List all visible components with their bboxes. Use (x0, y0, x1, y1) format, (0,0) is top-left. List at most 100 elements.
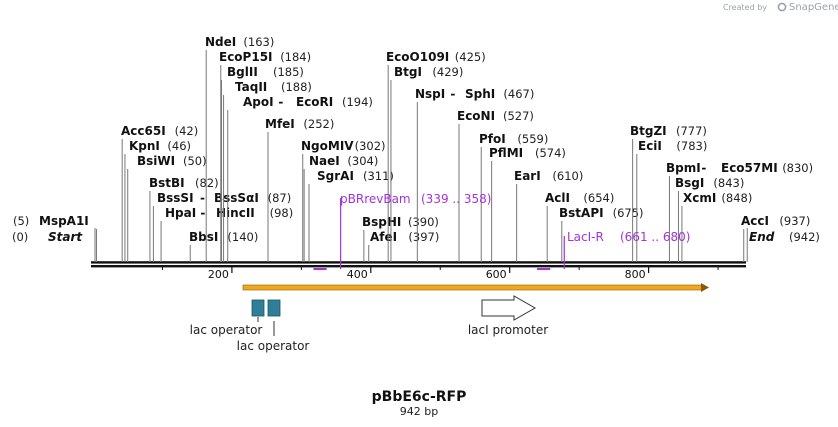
site-name-label: PflMI (489, 146, 523, 160)
site-position-label: (304) (347, 154, 378, 168)
site-position-label: (140) (227, 230, 258, 244)
restriction-site[interactable]: BpmI-Eco57MI(830) (666, 161, 813, 262)
snapgene-logo-icon (777, 2, 787, 12)
restriction-site[interactable]: SgrAI (311) (308, 169, 394, 262)
restriction-site[interactable]: BssSI-BssSαI (87) (152, 191, 292, 262)
restriction-site[interactable]: BtgI(429) (390, 65, 463, 262)
site-position-label: (50) (183, 154, 207, 168)
restriction-site[interactable]: BspHI(390) (362, 215, 439, 262)
site-name-label: TaqII (235, 80, 267, 94)
site-name-label: SgrAI (317, 169, 354, 183)
restriction-site[interactable]: EcoP15I (184) (219, 50, 311, 262)
restriction-site[interactable]: BbsI (140) (189, 230, 258, 262)
site-position-label: (82) (195, 176, 219, 190)
ruler-tick-label: 800 (625, 268, 646, 281)
site-position-label: (830) (782, 161, 813, 175)
restriction-site[interactable]: Acc65I (42) (121, 124, 198, 262)
site-name-label: BbsI (189, 230, 218, 244)
site-position-label: (467) (503, 87, 534, 101)
site-partner-label: HincII (216, 206, 255, 220)
site-name-label: AclI (545, 191, 570, 205)
restriction-site[interactable]: BtgZI(777) (630, 124, 707, 262)
site-separator: - (450, 87, 455, 101)
end-label: End (749, 230, 775, 244)
site-position-label: (163) (243, 35, 274, 49)
site-position-label: (429) (432, 65, 463, 79)
site-name-label: AfeI (370, 230, 397, 244)
site-position-label: (777) (676, 124, 707, 138)
restriction-site[interactable]: NgoMIV(302) (301, 139, 386, 262)
site-position-label: (610) (552, 169, 583, 183)
restriction-site[interactable]: BstAPI(675) (559, 206, 644, 262)
site-name-label: BstAPI (559, 206, 604, 220)
start-label: Start (48, 230, 83, 244)
lacI-promoter-arrow[interactable] (481, 295, 537, 321)
site-partner-label: Eco57MI (721, 161, 778, 175)
snapgene-logo-ring (777, 2, 787, 12)
site-name-label: HpaI (165, 206, 196, 220)
site-position-label: (302) (355, 139, 386, 153)
restriction-site[interactable]: TaqII(188) (223, 80, 312, 262)
restriction-site[interactable]: EcoNI(527) (457, 109, 534, 262)
site-name-label: AccI (741, 214, 769, 228)
restriction-site[interactable]: BsgI(843) (675, 176, 744, 262)
site-name-label: NaeI (309, 154, 340, 168)
restriction-site[interactable]: EciI(783) (636, 139, 708, 262)
site-position-label: (42) (175, 124, 199, 138)
restriction-site[interactable]: AccI (937) (741, 214, 810, 262)
restriction-site[interactable]: EcoO109I(425) (386, 50, 486, 262)
lac-operator-label: lac operator (237, 339, 310, 353)
site-position-label: (46) (167, 139, 191, 153)
site-position-label: (184) (280, 50, 311, 64)
restriction-site[interactable]: ApoI-EcoRI(194) (227, 95, 373, 262)
restriction-site[interactable]: NspI-SphI(467) (415, 87, 534, 262)
restriction-site[interactable]: AclI(654) (545, 191, 614, 262)
restriction-site[interactable]: PfoI(559) (479, 132, 548, 262)
site-position-label: (252) (303, 117, 334, 131)
site-name-label: ApoI (243, 95, 274, 109)
site-name-label: Acc65I (121, 124, 166, 138)
site-name-label: BssSI (157, 191, 194, 205)
site-position-label: (311) (363, 169, 394, 183)
ruler-tick-label: 400 (347, 268, 368, 281)
site-name-label: BsgI (675, 176, 704, 190)
restriction-site[interactable]: BglII(185) (220, 65, 304, 262)
restriction-site[interactable]: EarI (610) (514, 169, 583, 262)
ruler-tick-label: 600 (486, 268, 507, 281)
restriction-site[interactable]: MspA1I(5) (13, 214, 97, 262)
lac-operator-box[interactable] (251, 299, 265, 317)
site-position-label: (783) (676, 139, 707, 153)
site-separator: - (200, 191, 205, 205)
plasmid-length: 942 bp (400, 405, 438, 418)
site-name-label: EarI (514, 169, 541, 183)
site-position-label: (574) (535, 146, 566, 160)
primer-annotation[interactable]: pBRrevBam(339 .. 358) (313, 192, 491, 270)
site-name-label: BsiWI (137, 154, 175, 168)
site-partner-label: BssSαI (214, 191, 259, 205)
restriction-site[interactable]: HpaI-HincII (98) (160, 206, 294, 262)
restriction-site[interactable]: NdeI(163) (205, 35, 274, 262)
site-position-label: (87) (268, 191, 292, 205)
site-partner-label: EcoRI (296, 95, 333, 109)
site-position-label: (937) (779, 214, 810, 228)
restriction-site[interactable]: BstBI(82) (149, 176, 219, 262)
restriction-site[interactable]: BsiWI (50) (127, 154, 207, 262)
site-separator: - (200, 206, 205, 220)
restriction-site[interactable]: MfeI(252) (265, 117, 334, 262)
watermark-brand: SnapGene (789, 2, 838, 13)
primer-annotation[interactable]: LacI-R(661 .. 680) (537, 230, 690, 270)
sequence-line-bottom (91, 265, 746, 268)
orf-bar (242, 284, 704, 291)
ruler-tick-label: 200 (208, 268, 229, 281)
restriction-site[interactable]: AfeI(397) (368, 230, 440, 262)
lacI-promoter-label: lacI promoter (468, 323, 548, 337)
restriction-site[interactable]: KpnI(46) (124, 139, 191, 262)
lacI-orf-arrow[interactable] (242, 283, 709, 292)
site-separator: - (701, 161, 706, 175)
site-position-label: (98) (270, 206, 294, 220)
restriction-site[interactable]: NaeI (304) (303, 154, 378, 262)
site-name-label: EcoP15I (219, 50, 273, 64)
restriction-site[interactable]: XcmI(848) (681, 191, 752, 262)
restriction-site[interactable]: PflMI (574) (489, 146, 566, 262)
lac-operator-box[interactable] (267, 299, 281, 317)
